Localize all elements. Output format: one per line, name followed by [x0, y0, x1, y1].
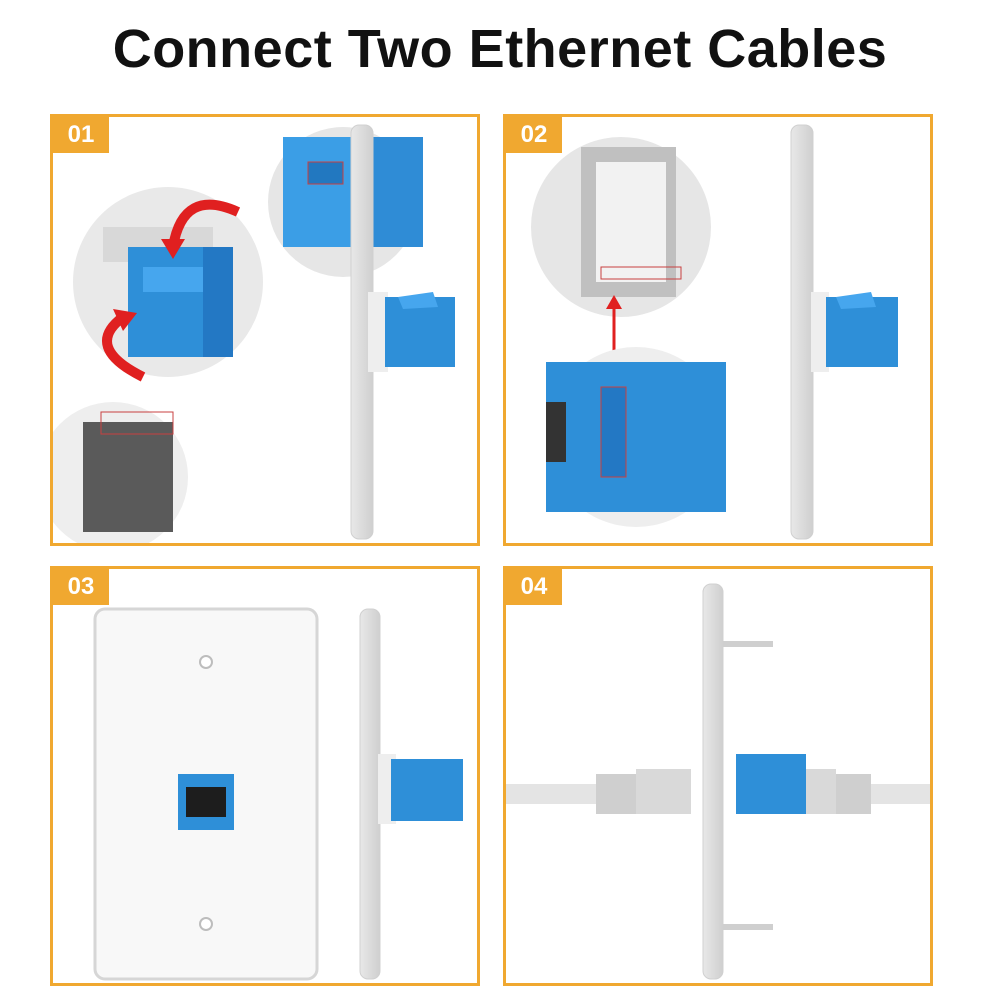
- page-title: Connect Two Ethernet Cables: [112, 19, 888, 79]
- step-2-illustration: [531, 124, 898, 540]
- step-panel-1: 01: [50, 114, 480, 546]
- step-1-illustration: [53, 124, 455, 543]
- screw-top: [723, 641, 773, 647]
- ethernet-cable-right: [871, 784, 930, 804]
- step-3-illustration: [93, 607, 463, 981]
- step-badge-1: 01: [53, 117, 109, 153]
- wall-plate-side: [790, 124, 814, 540]
- keystone-jack-side: [826, 297, 898, 367]
- keystone-jack: [128, 247, 203, 357]
- step-badge-2: 02: [506, 117, 562, 153]
- step-4-illustration: [506, 583, 930, 980]
- step-panel-2: 02: [503, 114, 933, 546]
- screw-hole-top: [199, 655, 213, 669]
- keystone-jack-side: [385, 297, 455, 367]
- rotate-arrow-bottom: [102, 313, 146, 382]
- screw-hole-bottom: [199, 917, 213, 931]
- wall-plate-side: [359, 608, 381, 980]
- step-panel-4: 04: [503, 566, 933, 986]
- keystone-jack-closeup: [546, 362, 726, 512]
- ethernet-cable-left: [506, 784, 611, 804]
- rj45-plug-left: [636, 769, 691, 814]
- keystone-jack-side: [391, 759, 463, 821]
- step-badge-4: 04: [506, 569, 562, 605]
- step-badge-3: 03: [53, 569, 109, 605]
- wall-plate-side: [702, 583, 724, 980]
- screw-bottom: [723, 924, 773, 930]
- keystone-jack-side: [736, 754, 806, 814]
- rj45-port: [186, 787, 226, 817]
- keystone-jack-closeup: [283, 137, 353, 247]
- step-panel-3: 03: [50, 566, 480, 986]
- rotate-arrow-top: [168, 199, 241, 248]
